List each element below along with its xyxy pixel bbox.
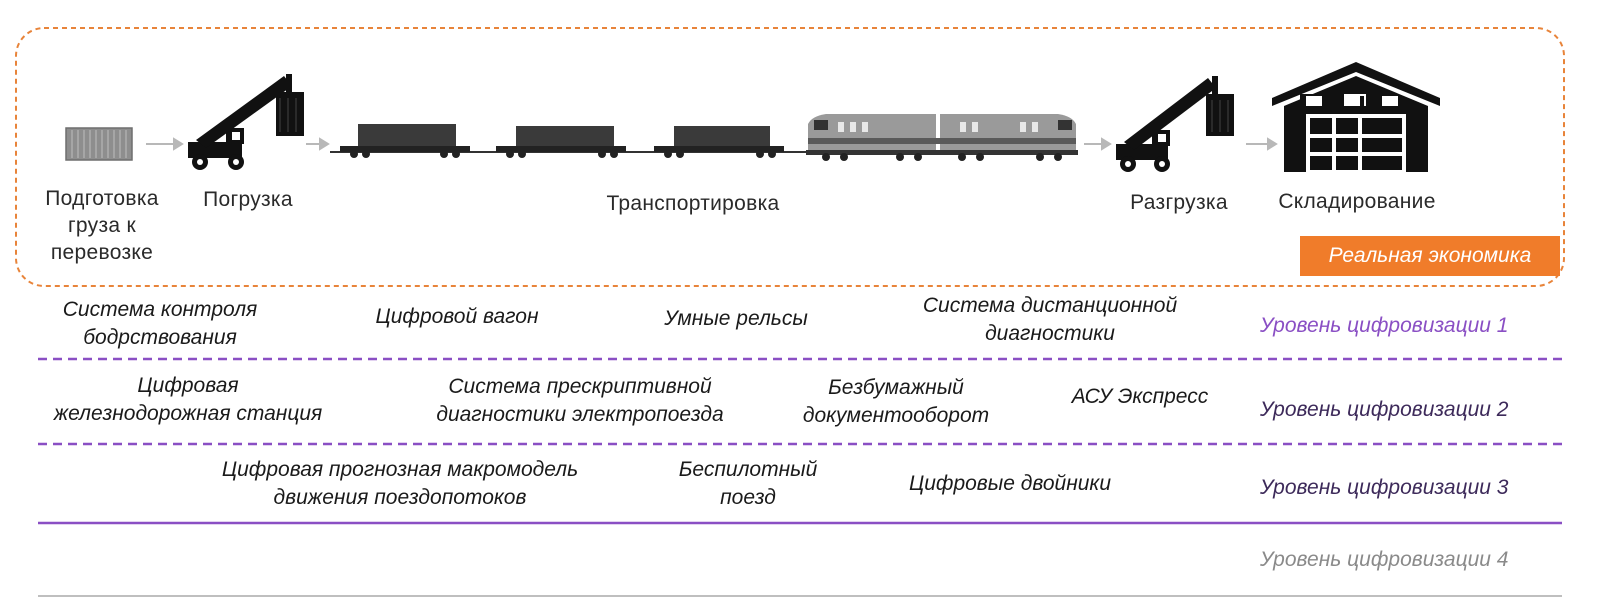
tech-vigilance-control: Система контроля бодрствования — [62, 298, 258, 349]
tech-digital-wagon: Цифровой вагон — [375, 305, 539, 328]
level-label-4: Уровень цифровизации 4 — [1260, 548, 1509, 571]
level-label-2: Уровень цифровизации 2 — [1260, 398, 1509, 421]
tech-paperless-workflow: Безбумажный документооборот — [802, 376, 990, 427]
level-label-1: Уровень цифровизации 1 — [1260, 314, 1509, 337]
reach-stacker-icon — [188, 74, 304, 170]
stage-label-unloading: Разгрузка — [1130, 191, 1228, 214]
tech-remote-diagnostics: Система дистанционной диагностики — [922, 294, 1178, 345]
tech-prescriptive-diagnostics: Система прескриптивной диагностики элект… — [436, 375, 724, 426]
tech-smart-rails: Умные рельсы — [664, 307, 808, 330]
level-label-3: Уровень цифровизации 3 — [1260, 476, 1509, 499]
flow-arrow-icon — [1246, 137, 1278, 151]
warehouse-icon — [1272, 62, 1440, 172]
stage-label-storage: Складирование — [1278, 190, 1436, 213]
tech-digital-station: Цифровая железнодорожная станция — [53, 374, 323, 425]
real-economy-badge: Реальная экономика — [1300, 236, 1560, 276]
stage-label-loading: Погрузка — [203, 188, 293, 211]
stage-label-preparation: Подготовка груза к перевозке — [45, 187, 159, 264]
flow-arrow-icon — [1084, 137, 1112, 151]
flow-arrow-icon — [146, 137, 184, 151]
tech-forecast-macromodel: Цифровая прогнозная макромодель движения… — [221, 458, 579, 509]
container-icon — [65, 127, 133, 161]
tech-driverless-train: Беспилотный поезд — [678, 458, 818, 509]
freight-train-icon — [330, 114, 1078, 161]
reach-stacker-icon — [1116, 76, 1234, 172]
stage-label-transport: Транспортировка — [606, 192, 780, 215]
tech-asu-express: АСУ Экспресс — [1071, 385, 1209, 408]
tech-digital-twins: Цифровые двойники — [908, 472, 1112, 495]
flow-arrow-icon — [306, 137, 330, 151]
